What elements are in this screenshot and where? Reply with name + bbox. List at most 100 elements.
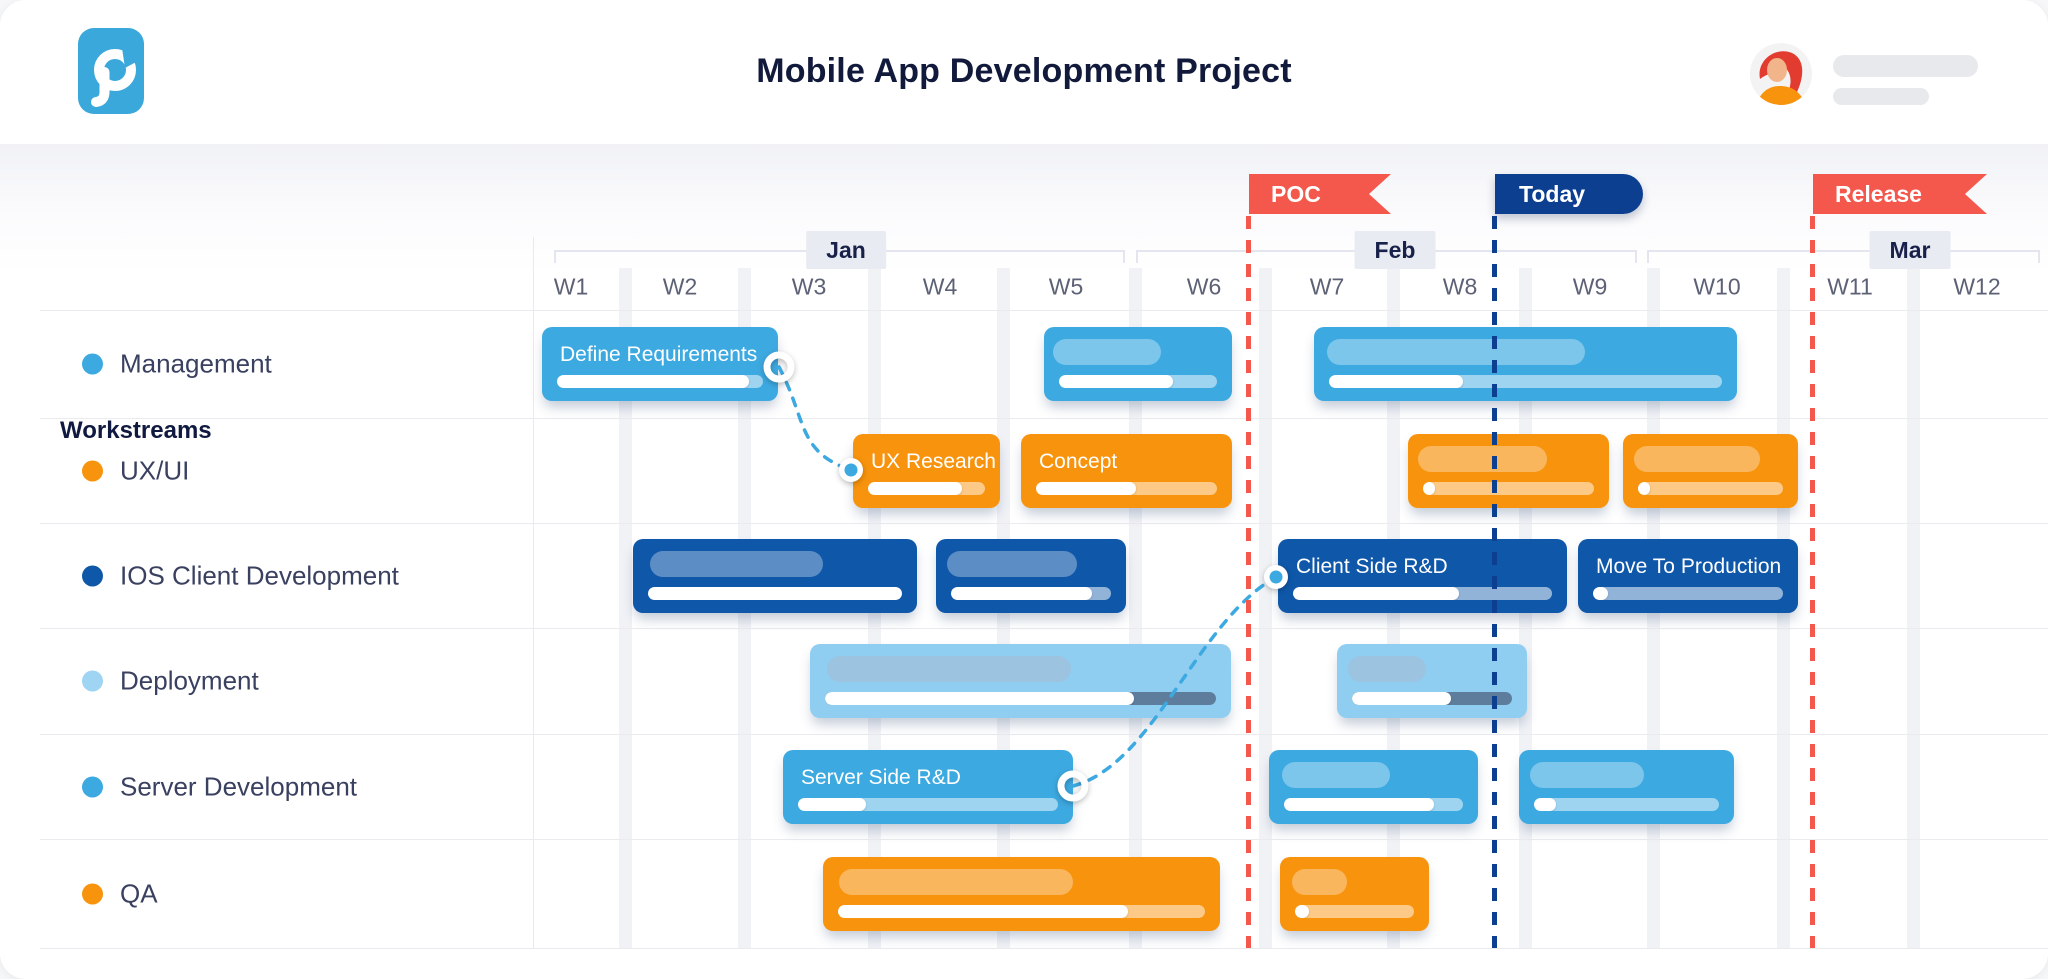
- task-title-skeleton: [826, 656, 1071, 682]
- task-bar[interactable]: Move To Production: [1578, 538, 1798, 613]
- task-label: Server Side R&D: [801, 765, 961, 789]
- workstream-label[interactable]: Management: [120, 348, 272, 379]
- task-bar[interactable]: [1280, 856, 1429, 931]
- progress-fill: [648, 586, 902, 600]
- workstream-label[interactable]: QA: [120, 878, 158, 908]
- avatar-illustration: [1750, 43, 1812, 105]
- progress-track: [1352, 692, 1512, 705]
- week-label-w2: W2: [662, 273, 698, 300]
- task-bar[interactable]: [1519, 749, 1734, 824]
- month-bracket-end: [1635, 250, 1637, 263]
- progress-fill: [1593, 586, 1609, 600]
- progress-fill: [1293, 586, 1459, 600]
- week-label-w8: W8: [1442, 273, 1478, 300]
- user-avatar[interactable]: [1750, 43, 1812, 105]
- workstream-label[interactable]: Server Development: [120, 771, 357, 801]
- progress-fill: [1329, 375, 1463, 388]
- task-bar[interactable]: Server Side R&D: [783, 749, 1073, 824]
- progress-fill: [1036, 481, 1136, 495]
- week-label-w7: W7: [1309, 273, 1345, 300]
- progress-fill: [1284, 797, 1435, 811]
- task-label: UX Research: [871, 449, 996, 473]
- task-title-skeleton: [1633, 445, 1760, 472]
- month-bracket-end: [2038, 250, 2040, 263]
- workstream-dot: [82, 353, 103, 375]
- row-divider: [40, 418, 2048, 419]
- week-label-w11: W11: [1827, 273, 1873, 300]
- workstream-dot: [82, 883, 103, 904]
- progress-track: [1534, 797, 1719, 811]
- workstreams-header: Workstreams: [60, 417, 212, 444]
- progress-fill: [557, 375, 749, 388]
- progress-fill: [1423, 481, 1435, 495]
- row-divider: [40, 948, 2048, 949]
- row-divider: [40, 734, 2048, 735]
- progress-track: [1059, 375, 1217, 388]
- task-bar[interactable]: [1314, 327, 1737, 401]
- progress-fill: [1638, 481, 1650, 495]
- logo-p-glyph: [91, 48, 138, 107]
- task-bar[interactable]: [823, 856, 1220, 931]
- task-bar[interactable]: [936, 538, 1126, 613]
- workstream-label[interactable]: IOS Client Development: [120, 560, 399, 590]
- progress-track: [868, 481, 985, 495]
- task-title-skeleton: [947, 550, 1077, 577]
- task-bar[interactable]: [1623, 433, 1798, 508]
- workstream-dot: [82, 565, 103, 586]
- task-bar[interactable]: UX Research: [853, 433, 1000, 508]
- month-bracket-end: [1136, 250, 1138, 263]
- row-divider: [40, 628, 2048, 629]
- row-divider: [40, 839, 2048, 840]
- task-title-skeleton: [1281, 761, 1391, 788]
- app-header: Mobile App Development Project: [0, 0, 2048, 144]
- progress-track: [1036, 481, 1217, 495]
- workstream-label[interactable]: UX/UI: [120, 455, 190, 485]
- milestone-flag-release[interactable]: Release: [1813, 174, 1987, 214]
- week-separator-stripe: [1259, 268, 1272, 948]
- task-bar[interactable]: Client Side R&D: [1278, 538, 1567, 613]
- task-bar[interactable]: Define Requirements: [542, 327, 778, 401]
- week-label-w1: W1: [553, 273, 589, 300]
- progress-track: [1329, 375, 1722, 388]
- user-role-skeleton: [1833, 88, 1929, 105]
- task-title-skeleton: [650, 550, 824, 577]
- task-label: Concept: [1039, 449, 1118, 473]
- progress-fill: [1352, 692, 1452, 705]
- task-bar[interactable]: [1269, 749, 1478, 824]
- task-bar[interactable]: [1408, 433, 1609, 508]
- task-bar[interactable]: [810, 644, 1231, 718]
- workstream-label[interactable]: Deployment: [120, 665, 259, 696]
- workstream-dot: [82, 670, 103, 692]
- progress-track: [1423, 481, 1594, 495]
- task-label: Define Requirements: [560, 343, 758, 366]
- week-label-w6: W6: [1186, 273, 1222, 300]
- month-bracket-end: [1647, 250, 1649, 263]
- month-label-jan: Jan: [806, 231, 886, 269]
- progress-fill: [1295, 904, 1310, 918]
- task-title-skeleton: [1529, 761, 1644, 788]
- progress-track: [838, 904, 1205, 918]
- task-bar[interactable]: [633, 538, 917, 613]
- progress-track: [1638, 481, 1783, 495]
- week-label-w5: W5: [1048, 273, 1084, 300]
- progress-fill: [825, 692, 1134, 705]
- progress-fill: [868, 481, 962, 495]
- progress-fill: [798, 797, 866, 811]
- milestone-flag-today[interactable]: Today: [1495, 174, 1643, 214]
- month-bracket-end: [1123, 250, 1125, 263]
- task-title-skeleton: [838, 868, 1074, 895]
- task-bar[interactable]: Concept: [1021, 433, 1232, 508]
- row-divider: [40, 310, 2048, 311]
- task-title-skeleton: [1418, 445, 1547, 472]
- week-label-w4: W4: [922, 273, 958, 300]
- task-bar[interactable]: [1337, 644, 1527, 718]
- task-title-skeleton: [1326, 339, 1585, 365]
- milestone-flag-poc[interactable]: POC: [1249, 174, 1391, 214]
- progress-track: [951, 586, 1111, 600]
- month-label-feb: Feb: [1354, 231, 1436, 269]
- paymo-logo-icon[interactable]: [78, 28, 144, 114]
- user-name-skeleton: [1833, 55, 1978, 77]
- task-bar[interactable]: [1044, 327, 1232, 401]
